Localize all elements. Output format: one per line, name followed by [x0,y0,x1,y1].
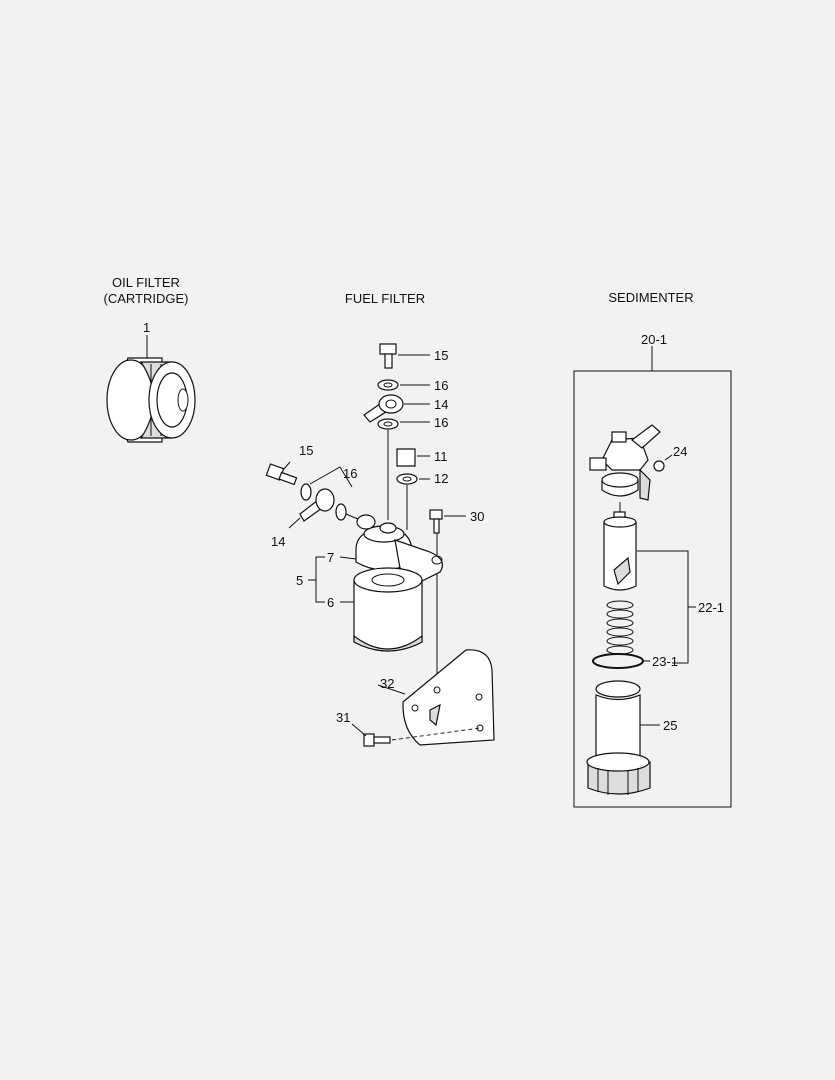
callout-5: 5 [296,573,303,588]
callout-16-b: 16 [434,415,448,430]
callout-6: 6 [327,595,334,610]
sedimenter-assembly [573,346,732,808]
callout-20-1: 20-1 [641,332,667,347]
callout-14-right: 14 [434,397,448,412]
callout-7: 7 [327,550,334,565]
callout-12: 12 [434,471,448,486]
callout-15-left: 15 [299,443,313,458]
callout-1: 1 [143,320,150,335]
callout-15-top: 15 [434,348,448,363]
callout-16-left: 16 [343,466,357,481]
callout-22-1: 22-1 [698,600,724,615]
sedimenter-heading: SEDIMENTER [608,290,693,305]
fuel-filter-heading: FUEL FILTER [345,291,425,306]
callout-25: 25 [663,718,677,733]
callout-16-a: 16 [434,378,448,393]
oil-filter-cartridge [106,335,196,443]
callout-30: 30 [470,509,484,524]
spring [606,600,634,655]
callout-23-1: 23-1 [652,654,678,669]
oil-filter-heading: OIL FILTER [112,275,180,290]
fuel-filter-assembly [265,343,495,747]
oil-filter-subheading: (CARTRIDGE) [104,291,189,306]
callout-14-left: 14 [271,534,285,549]
callout-32: 32 [380,676,394,691]
callout-11: 11 [434,449,448,464]
callout-31: 31 [336,710,350,725]
callout-24: 24 [673,444,687,459]
